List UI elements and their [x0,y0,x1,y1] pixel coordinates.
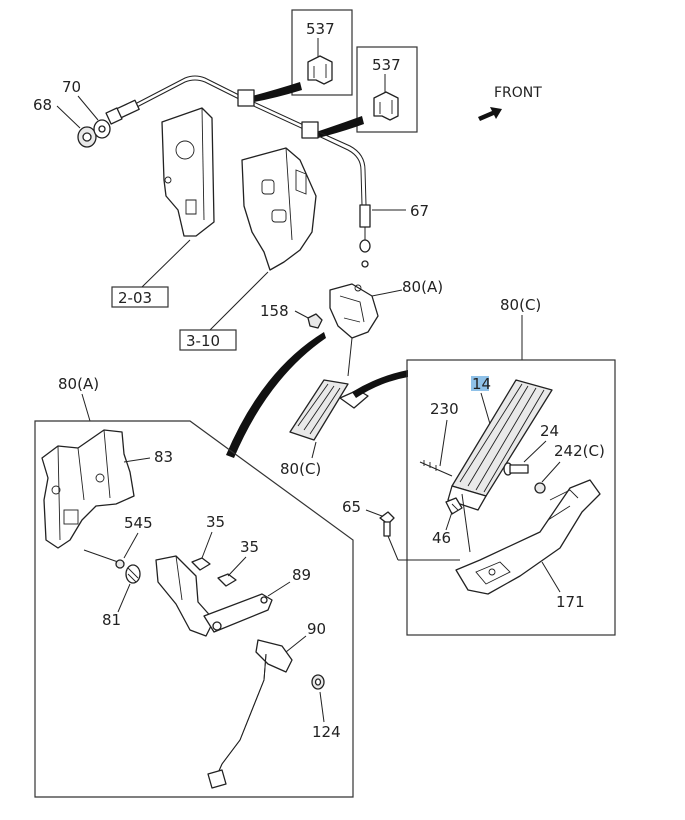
pointer-wedge-b [316,116,364,138]
detail-label-80c-bottom: 80(C) [280,460,321,478]
callout-35a: 35 [206,513,225,531]
pointer-wedge-a [252,82,302,102]
ref-3-10[interactable]: 3-10 [186,332,220,350]
callout-67: 67 [410,202,429,220]
bushing-35b [217,573,237,587]
ref-box-2-03[interactable] [111,286,169,308]
detail-box-80a [34,420,354,798]
pedal-rod-90 [207,639,293,789]
ref-box-3-10[interactable] [179,329,237,351]
pin-230 [419,460,453,477]
pedal-bracket-assembled [329,283,403,339]
pedal-arm-171 [455,479,601,595]
callout-545: 545 [124,514,153,532]
panel-3-10 [241,147,317,271]
nut-242c [534,482,546,494]
detail-label-80c-top: 80(C) [500,296,541,314]
callout-171: 171 [556,593,585,611]
bushing-35a [191,557,211,571]
callout-24: 24 [540,422,559,440]
callout-242c: 242(C) [554,442,605,460]
callout-65: 65 [342,498,361,516]
detail-label-80a-box: 80(A) [58,375,99,393]
pedal-pad-detail [447,379,553,511]
front-direction-indicator: FRONT [478,85,542,121]
front-label: FRONT [494,85,542,101]
callout-158: 158 [260,302,289,320]
pointer-curve-c [352,370,408,398]
callout-83: 83 [154,448,173,466]
bolt-24 [503,462,529,476]
stopper-124 [311,674,325,690]
bushing-81 [125,564,141,584]
callout-35b: 35 [240,538,259,556]
clip-537-inset-b: 537 [356,46,418,133]
ref-2-03[interactable]: 2-03 [118,289,152,307]
callout-70: 70 [62,78,81,96]
nut-158 [307,313,323,329]
clip-537-inset-a: 537 [291,9,353,96]
panel-2-03 [161,107,215,237]
pedal-lever-upper [155,555,273,637]
callout-90: 90 [307,620,326,638]
callout-537-b: 537 [372,56,401,74]
callout-81: 81 [102,611,121,629]
pin-545 [83,549,125,569]
callout-537-a: 537 [306,20,335,38]
bracket-83 [41,429,135,549]
callout-68: 68 [33,96,52,114]
callout-14-highlight [471,376,489,391]
callout-89: 89 [292,566,311,584]
callout-230: 230 [430,400,459,418]
detail-box-80c [406,359,616,636]
spring-46 [445,497,463,515]
pointer-curve-a [226,332,326,458]
callout-46: 46 [432,529,451,547]
callout-124: 124 [312,723,341,741]
callout-14: 14 [472,375,491,393]
accelerator-cable [105,75,371,268]
detail-label-80a-top: 80(A) [402,278,443,296]
nut-68-70: 70 68 [33,78,111,148]
bolt-65 [379,511,395,537]
front-arrow-icon [478,107,502,121]
